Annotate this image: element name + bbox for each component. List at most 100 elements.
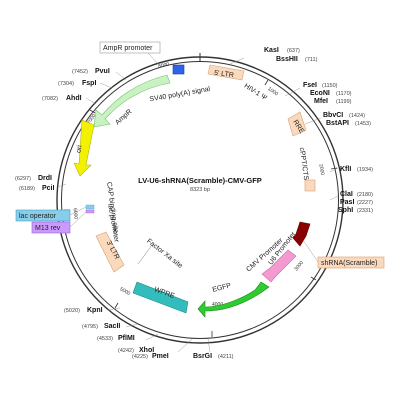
tick-mark-2000 (330, 167, 338, 170)
site-name-drdi: DrdI (38, 175, 52, 182)
site-pos-pmei: (4225) (132, 354, 148, 360)
feature-m13-rev-mark[interactable] (85, 209, 95, 214)
site-pos-pflmi: (4533) (97, 336, 113, 342)
site-leader-ahdi (85, 97, 97, 105)
callout-ampr-promoter-leader (147, 52, 159, 65)
factor-xa-leader (137, 244, 153, 265)
callout-shrna-leader (302, 239, 319, 263)
feature-label-cppt-cts: cPPT/CTS (298, 147, 310, 181)
site-name-pasi: PasI (340, 199, 354, 206)
site-leader-pmei (177, 338, 193, 353)
tick-mark-3000 (310, 276, 317, 281)
feature-label-egfp: EGFP (212, 282, 233, 293)
map-size: 8323 bp (190, 187, 210, 193)
site-pos-bstapi: (1453) (355, 121, 371, 127)
site-pos-pvui: (7452) (72, 69, 88, 75)
callout-shrna-label: shRNA(Scramble) (321, 260, 377, 267)
tick-mark-1000 (264, 79, 269, 86)
feature-cppt-cts[interactable] (304, 179, 316, 192)
site-name-mfei: MfeI (314, 98, 328, 105)
site-name-kfli: KflI (340, 166, 351, 173)
site-pos-econi: (1170) (336, 91, 352, 97)
tick-label-4000: 4000 (212, 302, 223, 308)
site-leader-fspi (99, 82, 113, 89)
site-name-bstapi: BstAPI (326, 120, 349, 127)
feature-label-factor-xa: Factor Xa site (145, 238, 183, 270)
tick-label-3000: 3000 (293, 260, 305, 273)
site-pos-sacii: (4795) (82, 324, 98, 330)
feature-label-ampr: AmpR (114, 108, 133, 126)
site-leader-pvui (115, 71, 127, 81)
site-leader-clai (329, 195, 339, 201)
site-leader-kfli (329, 167, 339, 173)
callout-m13-rev[interactable] (31, 221, 71, 234)
site-pos-pasi: (2227) (357, 200, 373, 206)
site-pos-ahdi: (7082) (42, 96, 58, 102)
tick-label-2000: 2000 (317, 164, 325, 176)
feature-label-ori: ori (75, 144, 84, 153)
site-name-bsshii: BssHII (276, 56, 298, 63)
site-name-fsei: FseI (303, 82, 317, 89)
callout-lac-operator-label: lac operator (19, 213, 57, 220)
backbone-outer (56, 56, 344, 344)
site-name-bbvci: BbvCI (323, 112, 343, 119)
site-leader-bbvci (304, 117, 322, 125)
site-name-bsrgi: BsrGI (193, 353, 212, 360)
site-name-clai: ClaI (340, 191, 353, 198)
site-pos-kpni: (5020) (64, 308, 80, 314)
feature-shrna-scramble[interactable] (292, 221, 311, 247)
tick-label-6000: 6000 (72, 208, 79, 220)
site-pos-kfli: (1934) (357, 167, 373, 173)
site-name-xhoi: XhoI (139, 347, 154, 354)
site-leader-kasi (229, 57, 245, 65)
site-pos-mfei: (1199) (336, 99, 352, 105)
site-pos-kasi: (637) (287, 48, 300, 54)
feature-rre[interactable] (287, 111, 307, 137)
tick-mark-5000 (114, 302, 119, 309)
site-pos-clai: (2180) (357, 192, 373, 198)
site-name-pmei: PmeI (152, 353, 169, 360)
site-leader-pflmi (145, 333, 159, 341)
callout-shrna[interactable] (317, 256, 385, 269)
site-pos-bsshii: (711) (305, 57, 318, 63)
site-leader-pcii (57, 183, 67, 188)
site-leader-fsei (284, 87, 301, 97)
site-leader-sacii (125, 323, 139, 328)
feature-egfp[interactable] (197, 281, 270, 318)
callout-ampr-promoter[interactable] (99, 41, 161, 54)
site-pos-bbvci: (1424) (349, 113, 365, 119)
callout-lac-operator-leader (69, 206, 87, 216)
tick-mark-7000 (89, 109, 96, 114)
callout-lac-operator[interactable] (15, 209, 71, 222)
map-title: LV-U6-shRNA(Scramble)-CMV-GFP (138, 176, 262, 185)
feature-u6-promoter[interactable] (261, 249, 297, 283)
site-name-ahdi: AhdI (66, 95, 82, 102)
tick-label-7000: 7000 (86, 113, 97, 126)
tick-label-8000: 8000 (158, 62, 170, 70)
site-name-sacii: SacII (104, 323, 120, 330)
feature-sv40-marker[interactable] (172, 64, 185, 75)
site-leader-bsrgi (207, 338, 211, 353)
site-pos-drdi: (6297) (15, 176, 31, 182)
site-leader-kpni (107, 307, 121, 311)
feature-5-ltr[interactable] (207, 64, 245, 81)
feature-wpre[interactable] (132, 281, 189, 314)
site-pos-fspi: (7304) (58, 81, 74, 87)
site-name-pflmi: PflMI (118, 335, 135, 342)
feature-ampr[interactable] (93, 74, 171, 128)
tick-label-1000: 1000 (266, 86, 279, 97)
site-name-pcii: PciI (42, 185, 55, 192)
site-pos-sphi: (2331) (357, 208, 373, 214)
site-pos-xhoi: (4242) (118, 348, 134, 354)
feature-label-sv40: SV40 poly(A) signal (149, 86, 211, 104)
backbone-inner (61, 61, 339, 339)
feature-ori[interactable] (73, 119, 95, 177)
site-name-sphi: SphI (338, 207, 353, 214)
callout-m13-rev-leader (69, 211, 87, 228)
site-pos-fsei: (1150) (322, 83, 338, 89)
site-pos-pcii: (6189) (19, 186, 35, 192)
tick-label-5000: 5000 (119, 286, 132, 297)
site-name-fspi: FspI (82, 80, 96, 87)
feature-3-ltr[interactable] (95, 231, 125, 273)
feature-lac-operator-mark[interactable] (85, 204, 95, 210)
